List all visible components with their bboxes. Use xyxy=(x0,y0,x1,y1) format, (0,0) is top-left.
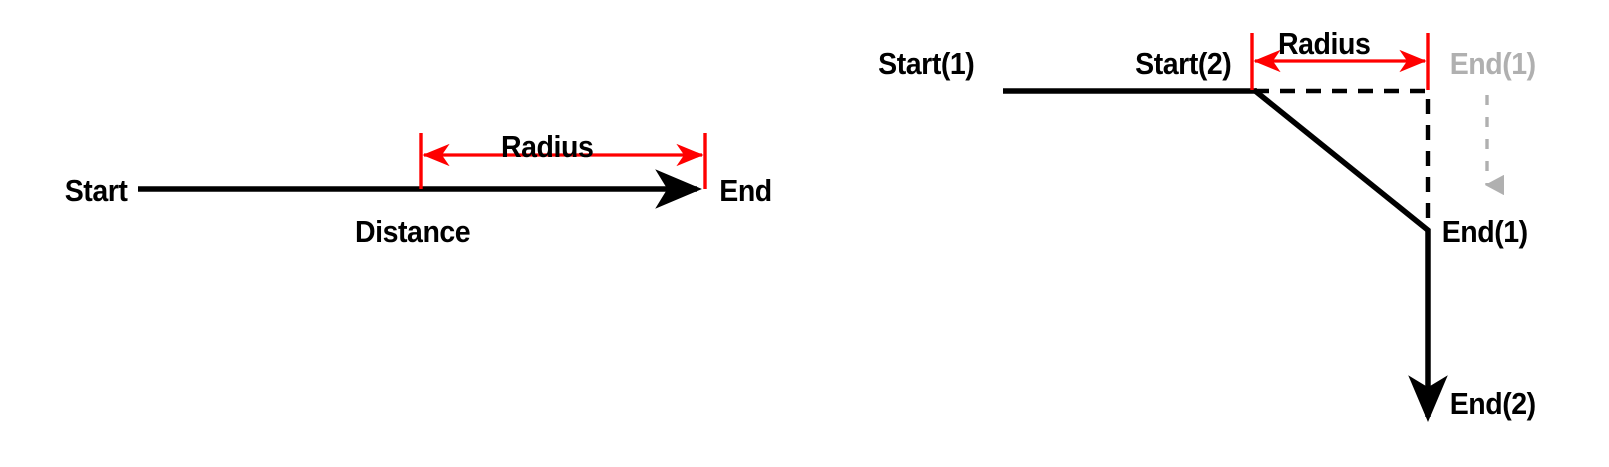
left-panel-distance-label: Distance xyxy=(355,214,471,249)
right-panel-start2-label: Start(2) xyxy=(1135,46,1232,81)
left-panel-group xyxy=(138,133,707,209)
left-panel-radius-label: Radius xyxy=(501,129,594,164)
right-panel-end1-label: End(1) xyxy=(1441,214,1528,249)
right-panel-radius-label: Radius xyxy=(1278,26,1371,61)
left-panel-end-label: End xyxy=(719,173,772,208)
right-panel-trim-diagonal-line xyxy=(1252,87,1431,234)
left-panel-start-label: Start xyxy=(64,173,128,208)
right-panel-start1-label: Start(1) xyxy=(878,46,975,81)
right-panel-end2-label: End(2) xyxy=(1449,386,1536,421)
right-panel-group xyxy=(1003,33,1504,422)
right-panel-original-corner-dashed xyxy=(1254,88,1431,231)
right-panel-end1-ghost-label: End(1) xyxy=(1449,46,1536,81)
